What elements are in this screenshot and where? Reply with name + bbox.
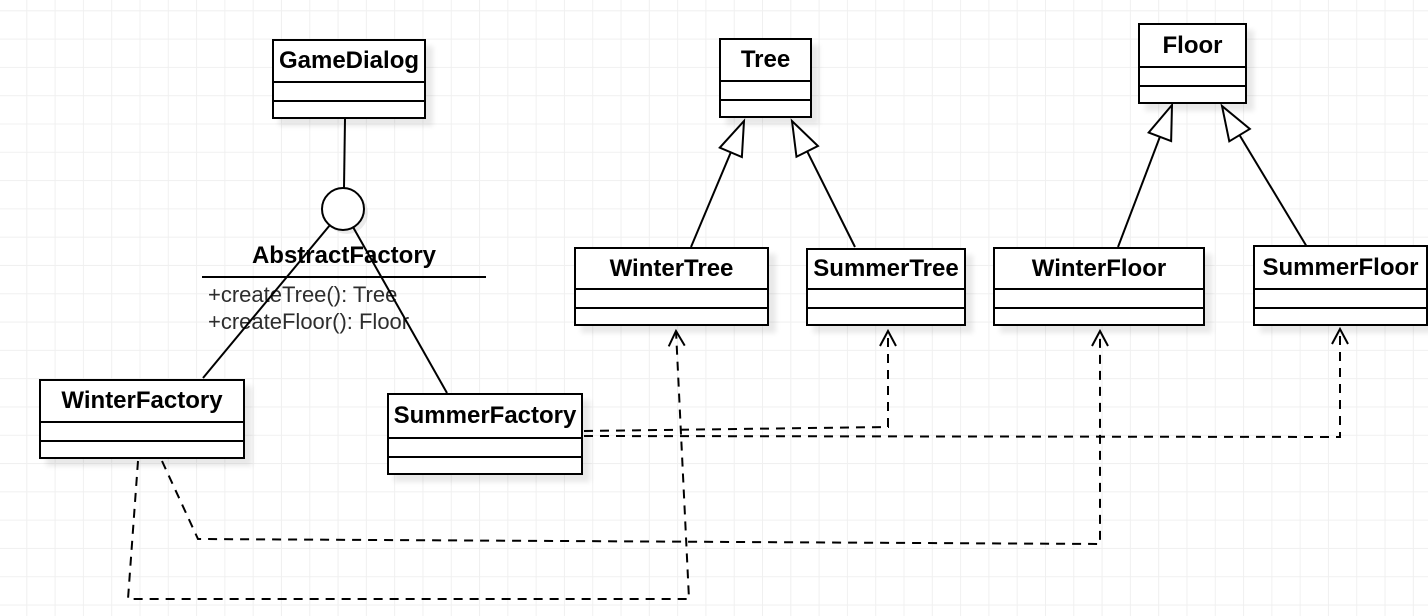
- dependency-winterfactory-winterfloor[interactable]: [161, 328, 1109, 546]
- methods-compartment: [995, 307, 1203, 324]
- interface-method: +createFloor(): Floor: [208, 309, 410, 334]
- attributes-compartment: [389, 437, 581, 456]
- methods-compartment: [576, 307, 767, 324]
- class-box-floor[interactable]: Floor: [1138, 23, 1247, 104]
- interface-circle[interactable]: [321, 187, 365, 231]
- class-name: WinterFloor: [1031, 254, 1167, 282]
- dependency-winterfactory-wintertree[interactable]: [126, 328, 691, 600]
- attributes-compartment: [274, 81, 424, 100]
- methods-compartment: [1140, 85, 1245, 102]
- interface-name: AbstractFactory: [251, 242, 437, 269]
- attributes-compartment: [721, 80, 810, 99]
- class-name: GameDialog: [278, 47, 420, 74]
- class-box-summerfactory[interactable]: SummerFactory: [387, 393, 583, 475]
- class-name: SummerFactory: [393, 402, 577, 429]
- class-box-wintertree[interactable]: WinterTree: [574, 247, 769, 326]
- attributes-compartment: [1140, 66, 1245, 85]
- methods-compartment: [41, 440, 243, 457]
- attributes-compartment: [1255, 288, 1426, 307]
- attributes-compartment: [995, 288, 1203, 307]
- class-box-tree[interactable]: Tree: [719, 38, 812, 118]
- interface-method: +createTree(): Tree: [208, 282, 398, 307]
- class-box-summerfloor[interactable]: SummerFloor: [1253, 245, 1428, 326]
- class-name: WinterTree: [609, 254, 734, 282]
- methods-compartment: [808, 307, 964, 324]
- class-box-winterfloor[interactable]: WinterFloor: [993, 247, 1205, 326]
- class-box-summertree[interactable]: SummerTree: [806, 248, 966, 326]
- dependency-summerfactory-summertree[interactable]: [583, 328, 897, 432]
- methods-compartment: [1255, 307, 1426, 324]
- attributes-compartment: [808, 288, 964, 307]
- generalization-summerfloor-floor[interactable]: [1220, 103, 1308, 248]
- attributes-compartment: [41, 421, 243, 440]
- class-box-winterfactory[interactable]: WinterFactory: [39, 379, 245, 459]
- generalization-winterfloor-floor[interactable]: [1117, 102, 1174, 248]
- realization-line-winterfactory[interactable]: [202, 224, 331, 379]
- class-name: SummerTree: [813, 255, 959, 282]
- lollipop-connector-gamedialog[interactable]: [343, 118, 346, 189]
- realization-line-summerfactory[interactable]: [352, 226, 448, 394]
- methods-compartment: [721, 99, 810, 116]
- class-name: Floor: [1162, 31, 1223, 59]
- generalization-wintertree-tree[interactable]: [690, 118, 746, 248]
- interface-divider-line: [202, 276, 486, 278]
- class-name: SummerFloor: [1262, 253, 1419, 281]
- dependency-summerfactory-summerfloor[interactable]: [583, 326, 1349, 439]
- class-name: WinterFactory: [61, 387, 223, 414]
- methods-compartment: [274, 100, 424, 117]
- interface-method-list: +createTree(): Tree +createFloor(): Floo…: [202, 278, 486, 335]
- interface-abstractfactory[interactable]: AbstractFactory +createTree(): Tree +cre…: [202, 243, 486, 335]
- methods-compartment: [389, 456, 581, 473]
- class-box-gamedialog[interactable]: GameDialog: [272, 39, 426, 119]
- attributes-compartment: [576, 288, 767, 307]
- class-name: Tree: [740, 46, 791, 73]
- generalization-summertree-tree[interactable]: [790, 118, 856, 248]
